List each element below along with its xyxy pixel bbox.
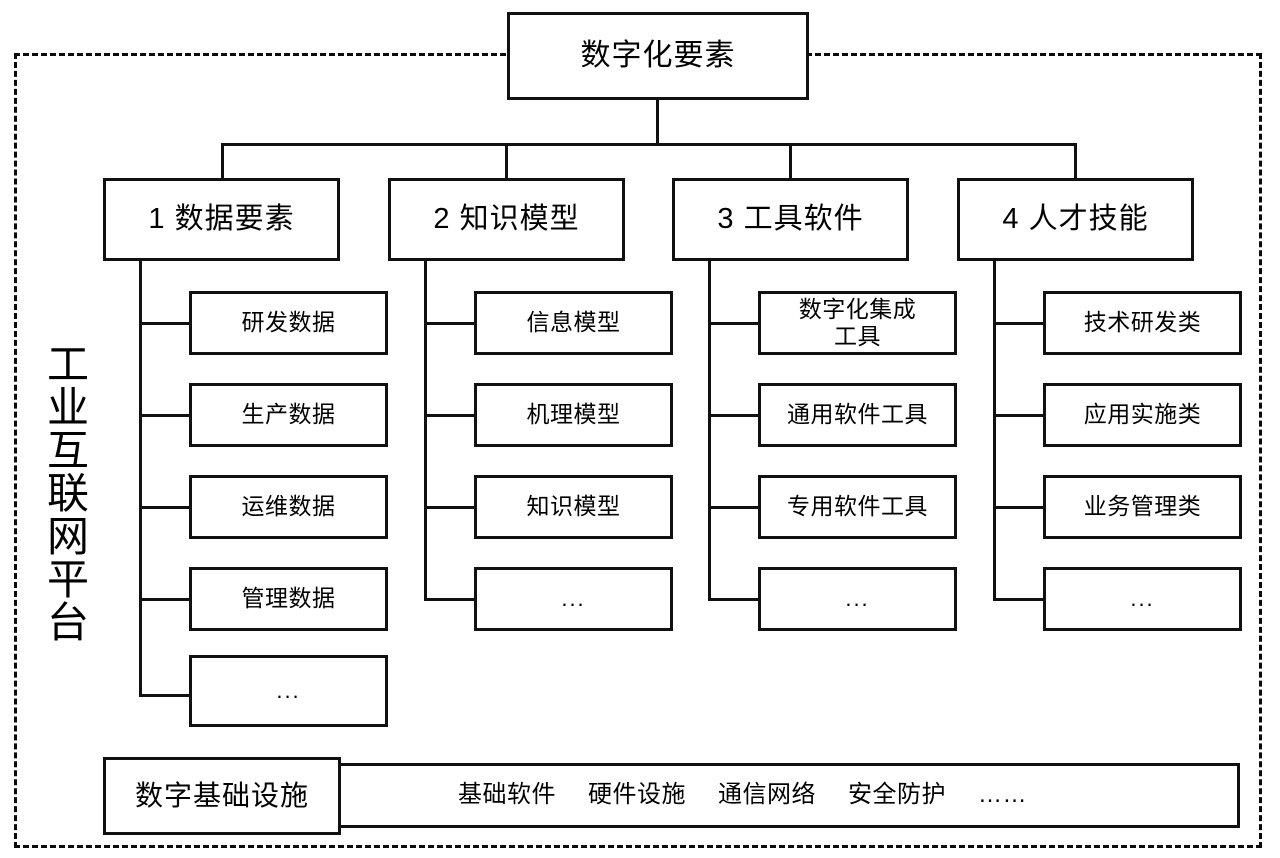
- connector-stub-3-3: [708, 506, 760, 509]
- leaf-node-1-4[interactable]: 管理数据: [189, 567, 388, 631]
- connector-trunk-4: [993, 261, 996, 601]
- connector-drop-cat-3: [789, 143, 792, 179]
- leaf-node-2-4[interactable]: ...: [474, 567, 673, 631]
- connector-stub-4-2: [993, 414, 1045, 417]
- connector-stub-1-2: [139, 414, 191, 417]
- connector-stub-3-1: [708, 322, 760, 325]
- leaf-node-2-3[interactable]: 知识模型: [474, 475, 673, 539]
- leaf-node-1-1[interactable]: 研发数据: [189, 291, 388, 355]
- leaf-node-3-3[interactable]: 专用软件工具: [758, 475, 957, 539]
- category-node-3[interactable]: 3 工具软件: [672, 178, 909, 261]
- connector-stub-1-4: [139, 598, 191, 601]
- connector-drop-cat-4: [1074, 143, 1077, 179]
- connector-root-stem: [656, 100, 659, 145]
- connector-stub-1-1: [139, 322, 191, 325]
- leaf-node-1-2[interactable]: 生产数据: [189, 383, 388, 447]
- connector-stub-1-5: [139, 694, 191, 697]
- infrastructure-item-1[interactable]: 基础软件: [458, 781, 556, 809]
- connector-stub-4-1: [993, 322, 1045, 325]
- infrastructure-item-2[interactable]: 硬件设施: [588, 781, 686, 809]
- connector-stub-4-4: [993, 598, 1045, 601]
- infrastructure-items: 基础软件 硬件设施 通信网络 安全防护 ……: [106, 781, 1027, 809]
- connector-stub-3-4: [708, 598, 760, 601]
- leaf-node-4-1[interactable]: 技术研发类: [1043, 291, 1242, 355]
- infrastructure-label[interactable]: 数字基础设施: [103, 757, 341, 835]
- leaf-node-1-3[interactable]: 运维数据: [189, 475, 388, 539]
- connector-trunk-2: [424, 261, 427, 601]
- leaf-node-3-1[interactable]: 数字化集成 工具: [758, 291, 957, 355]
- leaf-node-4-3[interactable]: 业务管理类: [1043, 475, 1242, 539]
- category-node-4[interactable]: 4 人才技能: [957, 178, 1194, 261]
- connector-stub-2-1: [424, 322, 476, 325]
- infrastructure-item-4[interactable]: 安全防护: [848, 781, 946, 809]
- connector-drop-cat-2: [505, 143, 508, 179]
- root-node[interactable]: 数字化要素: [507, 12, 809, 100]
- leaf-node-1-5[interactable]: ...: [189, 655, 388, 727]
- category-node-1[interactable]: 1 数据要素: [103, 178, 340, 261]
- category-node-2[interactable]: 2 知识模型: [388, 178, 625, 261]
- leaf-node-4-4[interactable]: ...: [1043, 567, 1242, 631]
- connector-trunk-1: [139, 261, 142, 697]
- connector-drop-cat-1: [221, 143, 224, 179]
- connector-stub-2-3: [424, 506, 476, 509]
- leaf-node-2-2[interactable]: 机理模型: [474, 383, 673, 447]
- infrastructure-item-3[interactable]: 通信网络: [718, 781, 816, 809]
- connector-stub-1-3: [139, 506, 191, 509]
- connector-stub-3-2: [708, 414, 760, 417]
- platform-label: 工业互联网平台: [41, 341, 89, 643]
- connector-root-bus: [222, 143, 1076, 146]
- leaf-node-3-2[interactable]: 通用软件工具: [758, 383, 957, 447]
- infrastructure-item-5: ……: [978, 781, 1027, 809]
- connector-trunk-3: [708, 261, 711, 601]
- connector-stub-4-3: [993, 506, 1045, 509]
- connector-stub-2-2: [424, 414, 476, 417]
- leaf-node-2-1[interactable]: 信息模型: [474, 291, 673, 355]
- connector-stub-2-4: [424, 598, 476, 601]
- leaf-node-3-4[interactable]: ...: [758, 567, 957, 631]
- leaf-node-4-2[interactable]: 应用实施类: [1043, 383, 1242, 447]
